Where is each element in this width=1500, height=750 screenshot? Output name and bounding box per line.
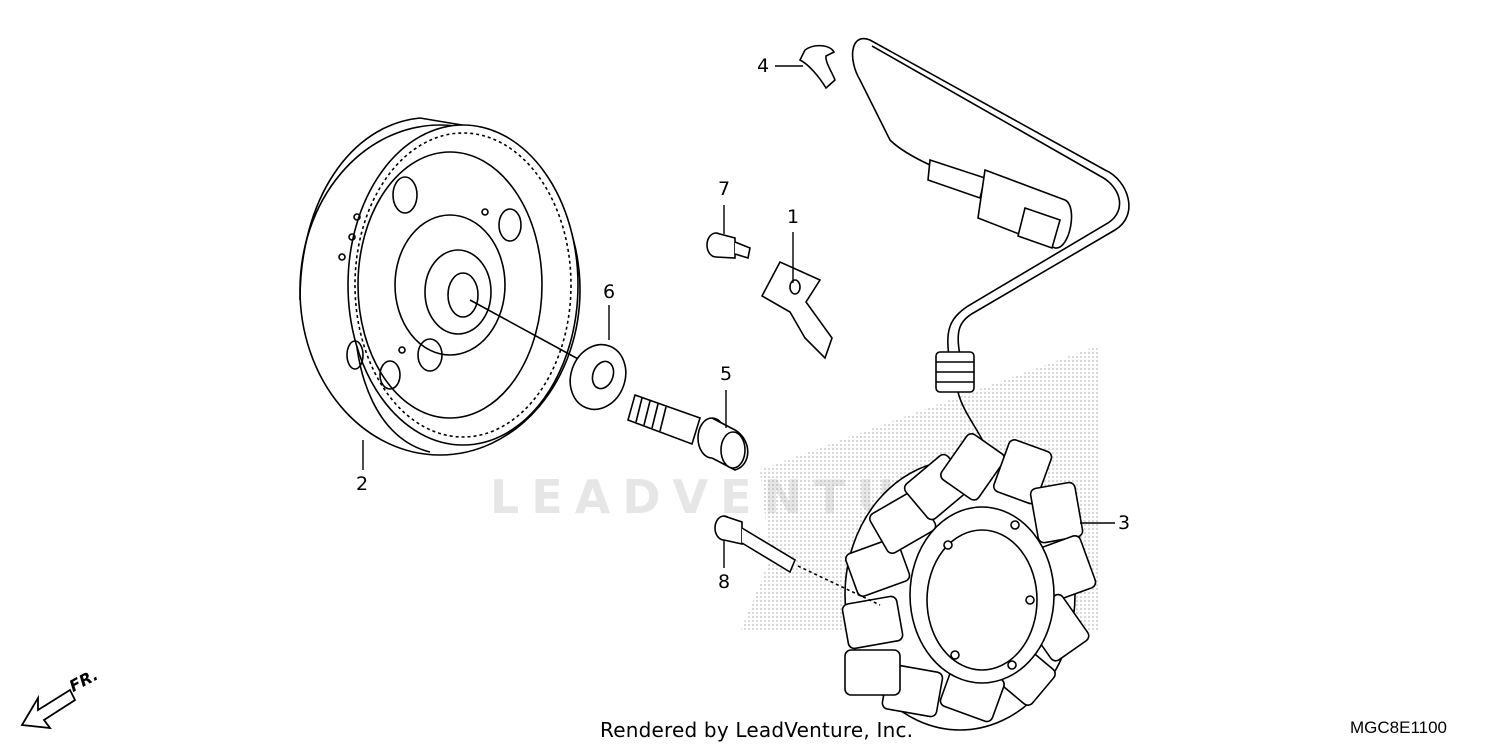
callout-6: 6: [603, 281, 616, 303]
callout-1: 1: [787, 206, 800, 228]
diagram-code: MGC8E1100: [1350, 718, 1448, 737]
small-bolt-drawing: [706, 232, 751, 260]
front-arrow-icon: [20, 688, 77, 730]
callout-7: 7: [718, 178, 731, 200]
callout-3: 3: [1118, 512, 1131, 534]
leader-lines: [362, 65, 1115, 568]
stator-bolt-drawing: [714, 515, 881, 606]
callout-5: 5: [720, 363, 733, 385]
callout-4: 4: [757, 55, 770, 77]
callout-2: 2: [356, 473, 369, 495]
setting-plate-drawing: [760, 260, 833, 360]
bolt-drawing: [627, 393, 749, 471]
wire-clip-drawing: [798, 44, 836, 90]
footer-credit: Rendered by LeadVenture, Inc.: [600, 718, 914, 742]
washer-drawing: [569, 343, 627, 411]
flywheel-drawing: [299, 117, 581, 456]
callout-8: 8: [718, 571, 731, 593]
stator-drawing: [841, 37, 1130, 731]
